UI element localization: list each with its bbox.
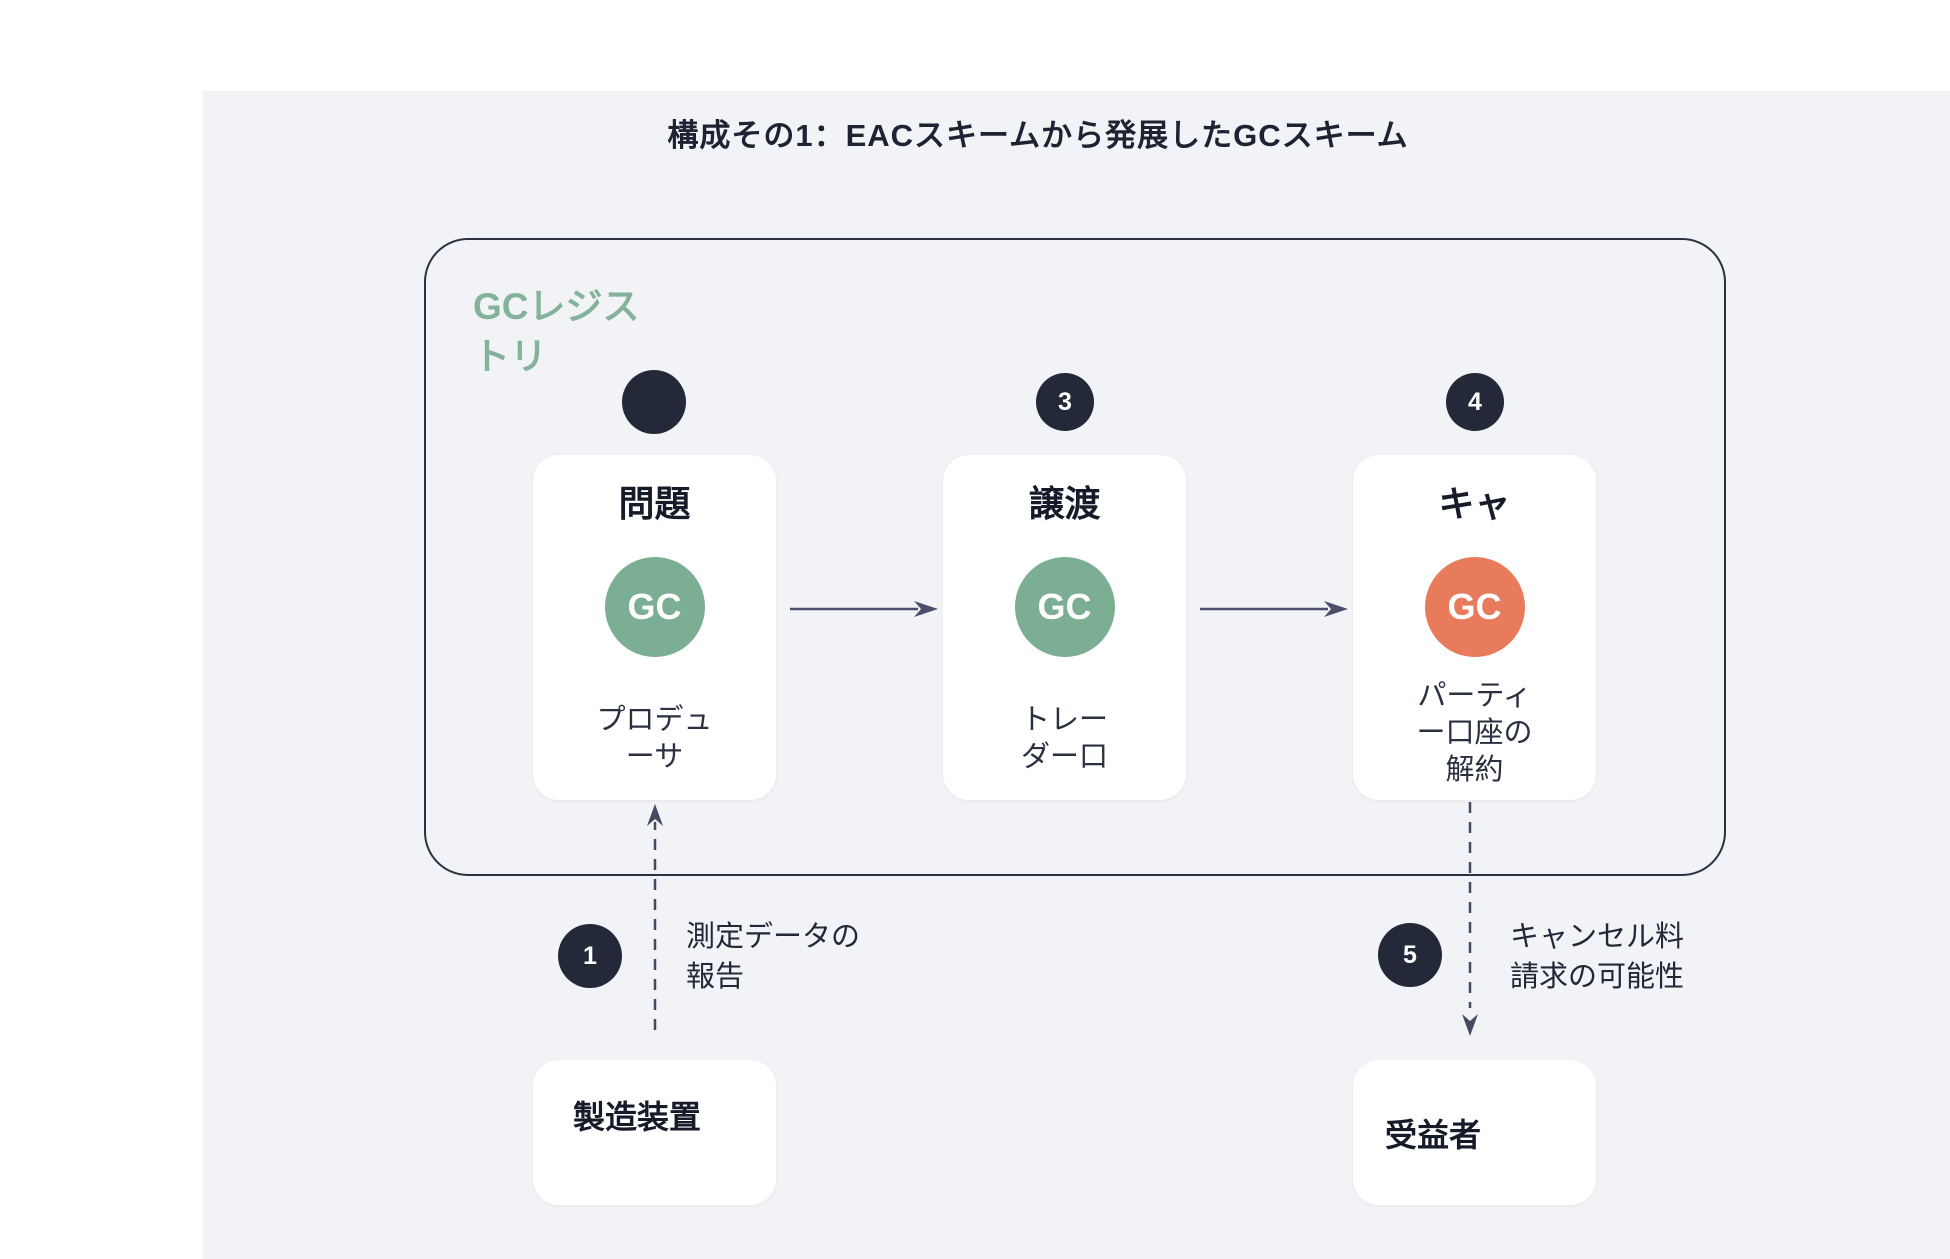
gc-token-icon: GC bbox=[1014, 557, 1115, 657]
card-transfer-title: 譲渡 bbox=[1028, 483, 1101, 525]
gc-registry-container bbox=[424, 238, 1726, 876]
card-production-device: 製造装置 bbox=[533, 1060, 776, 1205]
dashed-arrow-down-icon bbox=[1462, 802, 1478, 1036]
gc-registry-label: GCレジス トリ bbox=[473, 286, 640, 377]
gc-token-icon: GC bbox=[1424, 557, 1525, 657]
card-cancel: キャ GC パーティ ー口座の 解約 bbox=[1353, 455, 1596, 800]
note-measurement-report: 測定データの 報告 bbox=[686, 919, 861, 994]
step-badge-3: 3 bbox=[1036, 373, 1094, 431]
arrow-right-icon bbox=[1200, 601, 1348, 617]
step-badge-5-number: 5 bbox=[1403, 940, 1417, 969]
card-issue: 問題 GC プロデュ ーサ bbox=[533, 455, 776, 800]
step-badge-4: 4 bbox=[1446, 373, 1504, 431]
note-cancellation-fee: キャンセル料 請求の可能性 bbox=[1510, 919, 1685, 994]
card-beneficiary-label: 受益者 bbox=[1385, 1116, 1482, 1154]
diagram-title: 構成その1：EACスキームから発展したGCスキーム bbox=[667, 118, 1409, 153]
step-badge-1: 1 bbox=[558, 924, 622, 988]
step-badge-3-number: 3 bbox=[1058, 387, 1072, 416]
step-badge-issue bbox=[622, 370, 686, 434]
step-badge-1-number: 1 bbox=[583, 941, 597, 970]
card-transfer-caption: トレー ダー口 bbox=[1020, 702, 1108, 774]
card-cancel-title: キャ bbox=[1438, 483, 1511, 525]
arrow-right-icon bbox=[790, 601, 938, 617]
gc-token-label: GC bbox=[1447, 586, 1502, 627]
step-badge-4-number: 4 bbox=[1468, 387, 1482, 416]
step-badge-5: 5 bbox=[1378, 923, 1442, 987]
gc-token-label: GC bbox=[1037, 586, 1092, 627]
card-beneficiary: 受益者 bbox=[1353, 1060, 1596, 1205]
gc-token-label: GC bbox=[627, 586, 682, 627]
dashed-arrow-up-icon bbox=[647, 804, 663, 1030]
card-production-device-label: 製造装置 bbox=[573, 1098, 702, 1136]
gc-token-icon: GC bbox=[604, 557, 705, 657]
card-issue-title: 問題 bbox=[618, 483, 691, 525]
card-cancel-caption: パーティ ー口座の 解約 bbox=[1416, 678, 1533, 787]
card-transfer: 譲渡 GC トレー ダー口 bbox=[943, 455, 1186, 800]
card-issue-caption: プロデュ ーサ bbox=[596, 702, 713, 774]
